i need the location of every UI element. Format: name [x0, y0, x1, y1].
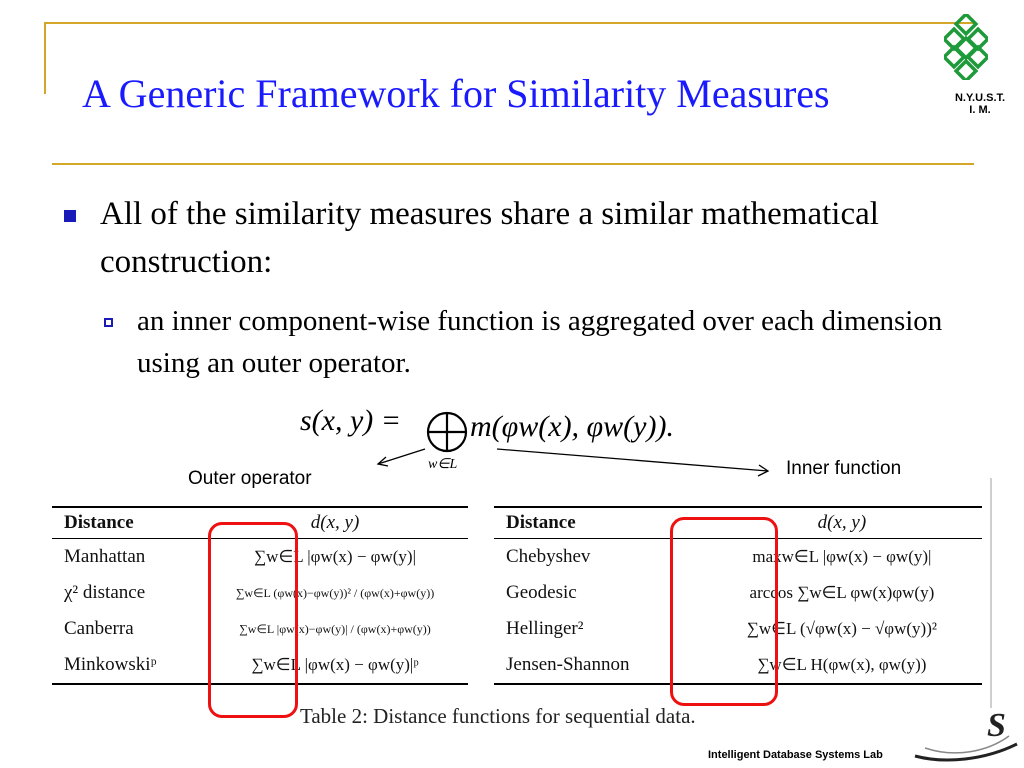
table-header-distance: Distance — [52, 506, 191, 539]
table-row: Manhattan ∑w∈L |φw(x) − φw(y)| — [52, 539, 468, 576]
left-border-rule — [44, 22, 46, 94]
distance-formula: ∑w∈L |φw(x)−φw(y)| / (φw(x)+φw(y)) — [239, 621, 431, 636]
table-row: Minkowskiᵖ ∑w∈L |φw(x) − φw(y)|ᵖ — [52, 647, 468, 685]
distance-table-right: Distance d(x, y) Chebyshev maxw∈L |φw(x)… — [494, 506, 982, 685]
table-row: Canberra ∑w∈L |φw(x)−φw(y)| / (φw(x)+φw(… — [52, 611, 468, 647]
distance-name: χ² distance — [64, 582, 146, 603]
distance-name: Jensen-Shannon — [494, 647, 690, 685]
bullet-text: All of the similarity measures share a s… — [100, 196, 879, 280]
distance-formula: ∑w∈L H(φw(x), φw(y)) — [689, 647, 982, 685]
distance-formula: ∑w∈L (√φw(x) − √φw(y))² — [746, 619, 937, 638]
inner-function-label: Inner function — [786, 458, 902, 479]
sub-bullet-text: an inner component-wise function is aggr… — [137, 305, 943, 379]
sub-bullet-hollow-square-icon — [104, 318, 113, 327]
table-header-distance: Distance — [494, 506, 690, 539]
distance-table-left: Distance d(x, y) Manhattan ∑w∈L |φw(x) −… — [52, 506, 468, 685]
table-row: Jensen-Shannon ∑w∈L H(φw(x), φw(y)) — [494, 647, 982, 685]
formula-right: m(φw(x), φw(y)). — [470, 410, 674, 443]
vertical-divider — [990, 478, 992, 708]
distance-formula: ∑w∈L |φw(x) − φw(y)|ᵖ — [190, 647, 468, 685]
title-divider — [52, 163, 974, 165]
distance-name: Canberra — [64, 618, 134, 639]
distance-formula: arccos ∑w∈L φw(x)φw(y) — [749, 583, 935, 602]
distance-name: Chebyshev — [506, 546, 591, 567]
logo-caption: N.Y.U.S.T. I. M. — [954, 92, 1006, 116]
formula-subscript: w∈L — [428, 457, 458, 472]
footer-lab-name: Intelligent Database Systems Lab — [708, 749, 883, 761]
distance-formula: maxw∈L |φw(x) − φw(y)| — [752, 547, 932, 566]
distance-formula: ∑w∈L (φw(x)−φw(y))² / (φw(x)+φw(y)) — [235, 585, 435, 600]
lab-logo-icon: S — [914, 707, 1018, 762]
inner-arrow — [496, 448, 769, 472]
distance-name: Geodesic — [506, 582, 577, 603]
top-border-rule — [44, 22, 974, 24]
outer-operator-label: Outer operator — [188, 468, 312, 489]
table-row: Hellinger² ∑w∈L (√φw(x) − √φw(y))² — [494, 611, 982, 647]
table-row: Chebyshev maxw∈L |φw(x) − φw(y)| — [494, 539, 982, 576]
formula-left: s(x, y) = — [300, 404, 402, 437]
distance-name: Minkowskiᵖ — [52, 647, 191, 685]
slide-title: A Generic Framework for Similarity Measu… — [82, 71, 830, 116]
outer-operator-highlight-left — [208, 522, 298, 718]
bullet-square-icon — [64, 210, 76, 222]
table-row: χ² distance ∑w∈L (φw(x)−φw(y))² / (φw(x)… — [52, 575, 468, 611]
outer-operator-highlight-right — [670, 517, 778, 706]
distance-formula: ∑w∈L |φw(x) − φw(y)| — [254, 547, 416, 566]
oplus-operator-icon — [426, 411, 468, 453]
table-caption: Table 2: Distance functions for sequenti… — [300, 704, 696, 728]
table-row: Geodesic arccos ∑w∈L φw(x)φw(y) — [494, 575, 982, 611]
distance-name: Manhattan — [64, 546, 146, 567]
outer-arrow — [377, 448, 426, 465]
distance-name: Hellinger² — [506, 618, 584, 639]
nyust-logo-icon — [944, 14, 988, 80]
table-header-formula: d(x, y) — [689, 506, 982, 539]
svg-text:S: S — [987, 707, 1006, 744]
